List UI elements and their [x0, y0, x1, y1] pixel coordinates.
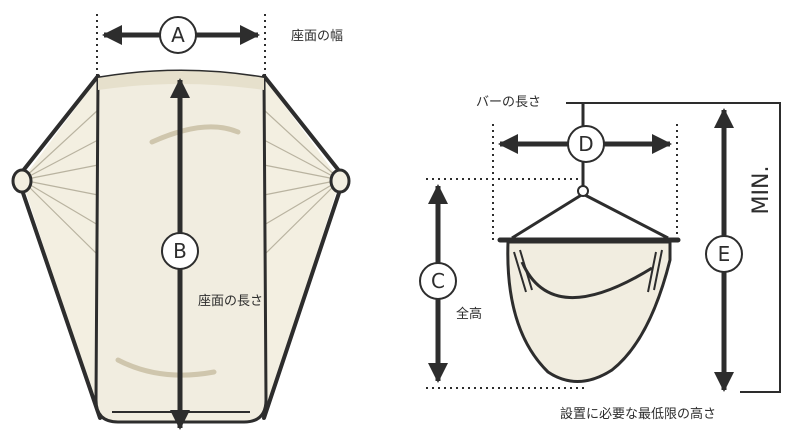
side-ropes [21, 109, 341, 256]
marker-e-circle [705, 235, 743, 273]
hammock-top-view [11, 69, 351, 424]
suspension-lines [511, 192, 669, 240]
label-min-install-height: 設置に必要な最低限の高さ [560, 406, 716, 422]
marker-c: C [431, 269, 445, 293]
fold-top [149, 124, 241, 145]
hammock-outline [20, 74, 342, 420]
fold-bottom [115, 357, 217, 378]
side-wing-right [264, 78, 340, 420]
hanging-chair [497, 185, 681, 383]
dimension-e: E [705, 108, 743, 392]
dimension-d: D [492, 124, 678, 242]
label-seat-length: 座面の長さ [198, 294, 263, 309]
marker-a-circle [159, 16, 197, 54]
marker-b-circle [161, 232, 199, 270]
side-wing-left [22, 78, 100, 420]
dimension-b: B [161, 78, 199, 430]
label-seat-width: 座面の幅 [291, 29, 343, 44]
marker-d-circle [567, 125, 605, 163]
label-min: MIN. [749, 166, 774, 215]
chair-body [506, 240, 672, 383]
dimension-c: C [419, 178, 584, 389]
marker-e: E [718, 242, 731, 266]
chair-folds [513, 249, 663, 293]
loop-right [329, 168, 351, 194]
label-bar-length: バーの長さ [476, 95, 541, 110]
hook-ring [577, 185, 589, 197]
marker-c-circle [419, 262, 457, 300]
label-total-height: 全高 [456, 306, 482, 322]
marker-d: D [578, 132, 593, 156]
chair-seat-curve [520, 261, 653, 299]
marker-b: B [173, 239, 187, 263]
loop-left [11, 168, 33, 194]
dimension-a: A [96, 14, 266, 76]
install-bracket [566, 102, 781, 393]
marker-a: A [171, 23, 185, 47]
